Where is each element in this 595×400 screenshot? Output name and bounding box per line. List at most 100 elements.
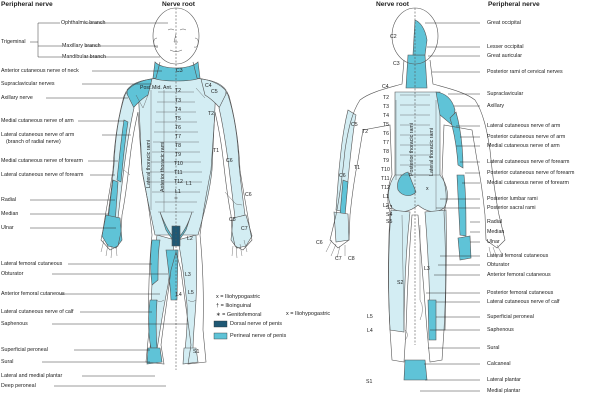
seg-back-t2: T2 [383,95,390,101]
back-legs-lines [401,214,423,341]
front-rami-lines [150,90,165,212]
seg-back-x: x [426,186,429,192]
seg-front-l2: L2 [187,236,193,242]
label-radial: Radial [1,197,17,203]
label-radial-right: Radial [487,219,503,225]
seg-front-c5: C5 [211,89,218,95]
seg-back-l4: L4 [367,328,373,334]
seg-front-mid: Mid. [152,85,162,91]
seg-front-l1a: L1 [175,189,181,195]
back-hand-right [457,235,472,261]
seg-back-c8: C8 [348,256,355,262]
seg-front-t2a: T2 [175,88,182,94]
back-hand-left [333,211,350,243]
seg-front-t10: T10 [174,161,183,167]
label-lateral-cutaneous-calf: Lateral cutaneous nerve of calf [1,309,74,315]
seg-back-t8: T8 [383,149,390,155]
header-peripheral-nerve-left: Peripheral nerve [1,1,53,8]
label-lateral-cutaneous-forearm-right: Lateral cutaneous nerve of forearm [487,159,570,165]
label-obturator: Obturator [1,271,24,277]
legend-iliohypogastric: x = Iliohypogastric [216,294,261,300]
seg-front-t1: T1 [213,148,220,154]
label-medial-cutaneous-arm: Medial cutaneous nerve of arm [1,118,74,124]
seg-back-t5: T5 [383,122,390,128]
back-dermatome-lines [395,94,437,210]
label-posterior-femoral-cutaneous: Posterior femoral cutaneous [487,290,554,296]
label-superficial-peroneal: Superficial peroneal [1,347,48,353]
front-arm-left-med [116,119,129,183]
label-ulnar: Ulnar [1,225,14,231]
back-forearm-right [456,174,467,237]
label-maxillary-branch: Maxillary branch [62,43,101,49]
legend-dorsal-swatch [213,320,228,328]
front-dermatome-lines [123,87,206,213]
legend-iliohypogastric-back: x = Iliohypogastric [286,311,331,317]
front-fingers [100,191,248,259]
seg-back-s3: S3 [386,205,393,211]
front-anterior-thoracic-rami: Anterior thoracic rami [160,141,166,192]
seg-front-t8: T8 [175,143,182,149]
front-body-outline [100,61,253,365]
seg-front-ant: Ant. [163,85,173,91]
seg-back-t7: T7 [383,140,390,146]
back-head-strip [412,19,428,56]
label-mandibular-branch: Mandibular branch [62,54,106,60]
seg-front-t2b: T2 [208,111,215,117]
label-lateral-medial-plantar: Lateral and medial plantar [1,373,63,379]
seg-back-t12: T12 [381,185,390,191]
seg-back-l2: L2 [383,203,389,209]
front-neck-fill [152,61,201,82]
seg-back-c5: C5 [351,122,358,128]
legend-perineal-nerve-penis: Perineal nerve of penis [230,333,287,339]
seg-back-s5: S5 [386,219,393,225]
label-sural-right: Sural [487,345,500,351]
back-sacral-ring [397,171,417,196]
seg-front-c6b: C6 [245,192,252,198]
label-lateral-plantar: Lateral plantar [487,377,521,383]
seg-back-t6: T6 [383,131,390,137]
label-obturator-right: Obturator [487,262,510,268]
label-lesser-occipital: Lesser occipital [487,44,524,50]
label-superficial-peroneal-right: Superficial peroneal [487,314,534,320]
header-peripheral-nerve-right: Peripheral nerve [488,1,540,8]
label-lateral-cutaneous-arm-right: Lateral cutaneous nerve of arm [487,123,561,129]
label-great-occipital: Great occipital [487,20,521,26]
seg-front-l4: L4 [176,292,182,298]
seg-front-c7: C7 [241,226,248,232]
back-leg-right-mid [427,299,437,341]
legend-genitofemoral: ∗ = Genitofemoral [216,312,262,318]
front-hand-right [230,214,253,249]
leader-lines [30,22,480,392]
seg-back-c4: C4 [382,84,389,90]
seg-back-l5: L5 [367,314,373,320]
label-posterior-rami-cervical: Posterior rami of cervical nerves [487,69,563,75]
label-lateral-femoral-cutaneous: Lateral femoral cutaneous [1,261,63,267]
seg-back-t2b: T2 [362,129,369,135]
seg-back-t4: T4 [383,113,390,119]
legend-ilioinguinal: † = Ilioinguinal [216,303,252,309]
label-lateral-cutaneous-forearm: Lateral cutaneous nerve of forearm [1,172,84,178]
front-foot-right [182,347,199,365]
label-supraclavicular-nerves: Supraclavicular nerves [1,81,55,87]
seg-back-s2: S2 [397,280,404,286]
seg-front-t7: T7 [175,134,182,140]
seg-back-s1: S1 [366,379,373,385]
seg-front-post: Post. [140,85,152,91]
seg-back-t3: T3 [383,104,390,110]
label-median-right: Median [487,229,505,235]
legend-perineal-swatch [213,332,228,340]
label-branch-radial-nerve: (branch of radial nerve) [6,139,61,145]
label-lateral-cutaneous-arm: Lateral cutaneous nerve of arm [1,132,75,138]
label-deep-peroneal: Deep peroneal [1,383,36,389]
label-anterior-femoral-cutaneous: Anterior femoral cutaneous [1,291,65,297]
label-posterior-sacral-rami: Posterior sacral rami [487,205,536,211]
label-posterior-cutaneous-arm: Posterior cutaneous nerve of arm [487,134,566,140]
label-axillary-right: Axillary [487,103,505,109]
back-figure [325,7,506,381]
seg-front-l3: L3 [185,272,191,278]
legend-dorsal-nerve-penis: Dorsal nerve of penis [230,321,282,327]
header-nerve-root-right: Nerve root [376,1,409,8]
front-hand-left [101,214,123,249]
label-ulnar-right: Ulnar [487,239,500,245]
